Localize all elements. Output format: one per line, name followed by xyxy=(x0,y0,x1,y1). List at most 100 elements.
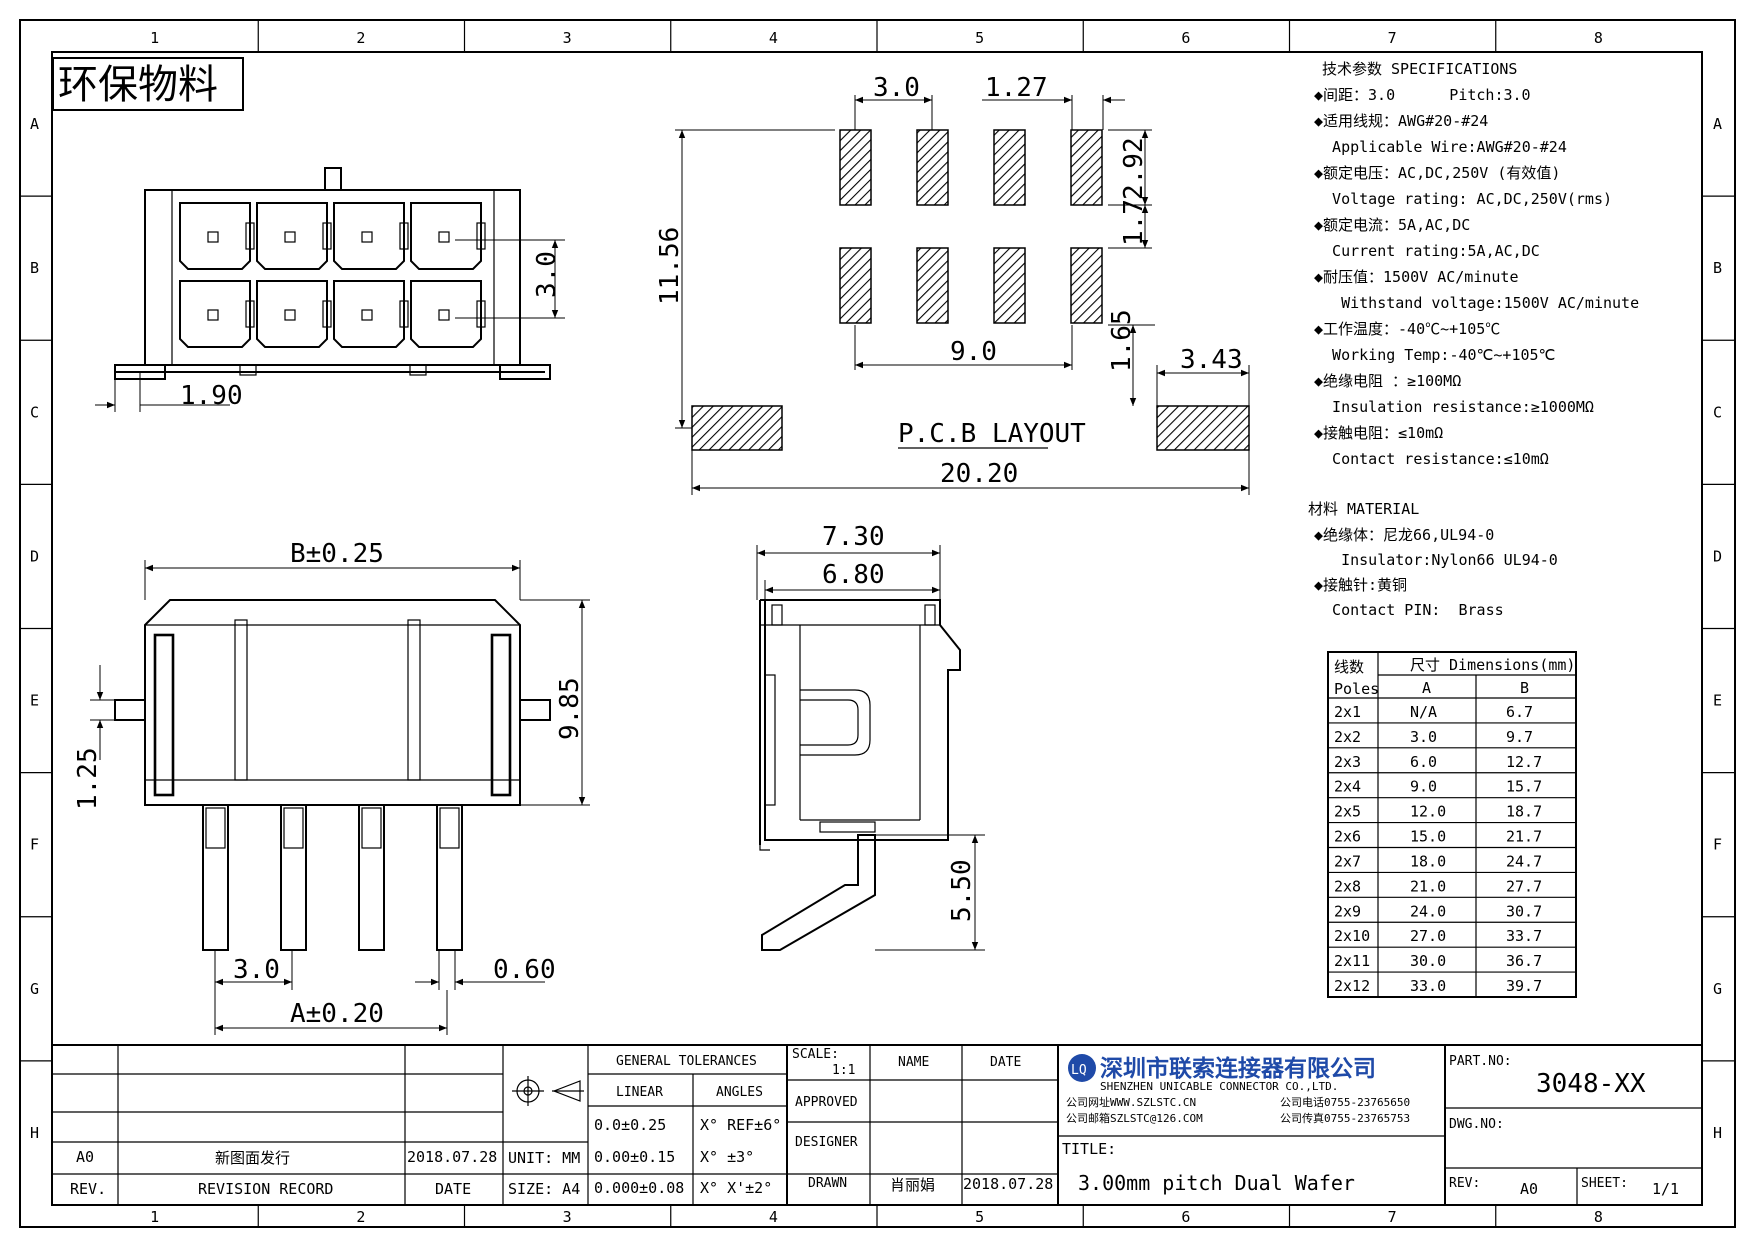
table-cell-b: 12.7 xyxy=(1506,753,1542,771)
table-cell-a: 3.0 xyxy=(1410,728,1437,746)
front-view-pin xyxy=(358,804,385,951)
top-view-cavity xyxy=(179,202,251,270)
spec-line: ◆接触电阻：≤10mΩ xyxy=(1314,424,1443,442)
table-cell-a: 15.0 xyxy=(1410,828,1446,846)
grid-col-label-top: 6 xyxy=(1181,29,1190,47)
grid-col-label-top: 1 xyxy=(150,29,159,47)
scale-label: SCALE: xyxy=(792,1047,839,1062)
table-cell-poles: 2x11 xyxy=(1334,952,1370,970)
table-dimensions-header: 尺寸 Dimensions(mm) xyxy=(1410,656,1575,674)
table-cell-poles: 2x3 xyxy=(1334,753,1361,771)
pcb-signal-pad xyxy=(1070,247,1103,324)
table-cell-b: 30.7 xyxy=(1506,902,1542,920)
drawing-title: 3.00mm pitch Dual Wafer xyxy=(1078,1171,1355,1195)
specifications-block: 技术参数 SPECIFICATIONS ◆间距：3.0 Pitch:3.0◆适用… xyxy=(1308,60,1639,619)
table-cell-poles: 2x5 xyxy=(1334,803,1361,821)
tolerance-angle-value: X° X'±2° xyxy=(700,1179,772,1197)
table-cell-b: 21.7 xyxy=(1506,828,1542,846)
grid-row-label-left: D xyxy=(30,547,39,565)
table-cell-a: N/A xyxy=(1410,703,1437,721)
front-tab-dim: 1.25 xyxy=(73,747,103,810)
pcb-signal-pad xyxy=(839,247,872,324)
spec-line: ◆绝缘电阻 ：≥100MΩ xyxy=(1314,372,1461,390)
front-view-pin xyxy=(280,804,307,951)
top-view-contact xyxy=(438,309,450,321)
top-view-latch xyxy=(322,300,332,328)
front-pitch-dim: 3.0 xyxy=(233,955,280,985)
company-logo-icon xyxy=(1068,1054,1096,1082)
tolerance-angle-value: X° ±3° xyxy=(700,1148,754,1166)
revision-record-label: REVISION RECORD xyxy=(198,1180,333,1198)
grid-row-label-left: H xyxy=(30,1124,39,1142)
side-inner-dim: 6.80 xyxy=(822,560,885,590)
revision-date: 2018.07.28 xyxy=(407,1148,497,1166)
name-col-label: NAME xyxy=(898,1055,929,1070)
table-cell-b: 6.7 xyxy=(1506,703,1533,721)
scale-value: 1:1 xyxy=(832,1063,855,1078)
table-cell-b: 24.7 xyxy=(1506,852,1542,870)
unit-label: UNIT: MM xyxy=(508,1149,580,1167)
spec-line: ◆工作温度：-40℃~+105℃ xyxy=(1314,320,1500,338)
spec-line: ◆额定电流：5A,AC,DC xyxy=(1314,216,1470,234)
grid-col-label-bottom: 2 xyxy=(356,1208,365,1226)
size-label: SIZE: A4 xyxy=(508,1180,580,1198)
top-view-contact xyxy=(361,309,373,321)
pcb-height-dim: 11.56 xyxy=(655,227,685,305)
drawn-date: 2018.07.28 xyxy=(963,1175,1053,1193)
table-cell-b: 33.7 xyxy=(1506,927,1542,945)
rev2-label: REV: xyxy=(1449,1176,1480,1191)
table-cell-poles: 2x4 xyxy=(1334,778,1361,796)
table-cell-poles: 2x2 xyxy=(1334,728,1361,746)
table-cell-poles: 2x9 xyxy=(1334,902,1361,920)
revision-text: 新图面发行 xyxy=(215,1149,290,1167)
top-view-latch xyxy=(476,300,486,328)
pcb-layout-title: P.C.B LAYOUT xyxy=(898,419,1086,449)
front-view-pin xyxy=(436,804,463,951)
table-cell-a: 21.0 xyxy=(1410,877,1446,895)
top-pitch-dim: 3.0 xyxy=(532,251,562,298)
table-col-a-header: A xyxy=(1422,679,1431,697)
top-view-latch xyxy=(245,222,255,250)
angles-label: ANGLES xyxy=(716,1085,763,1100)
approved-label: APPROVED xyxy=(795,1095,858,1110)
top-view-cavity xyxy=(333,202,405,270)
spec-line: Working Temp:-40℃~+105℃ xyxy=(1314,346,1555,364)
spec-line: ◆间距：3.0 Pitch:3.0 xyxy=(1314,86,1531,104)
rev-label: REV. xyxy=(70,1180,106,1198)
pcb-mount-pad-left xyxy=(691,405,783,451)
tolerance-angle-value: X° REF±6° xyxy=(700,1116,781,1134)
pcb-pad-width-dim: 1.27 xyxy=(985,73,1048,103)
dwg-no-label: DWG.NO: xyxy=(1449,1117,1504,1132)
table-cell-poles: 2x10 xyxy=(1334,927,1370,945)
table-cell-a: 33.0 xyxy=(1410,977,1446,995)
table-cell-poles: 2x6 xyxy=(1334,828,1361,846)
table-cell-b: 36.7 xyxy=(1506,952,1542,970)
grid-col-label-top: 5 xyxy=(975,29,984,47)
company-email: 公司邮箱SZLSTC@126.COM xyxy=(1066,1111,1203,1125)
grid-row-label-right: F xyxy=(1713,836,1722,854)
spec-line: Withstand voltage:1500V AC/minute xyxy=(1314,294,1639,312)
material-line: Insulator:Nylon66 UL94-0 xyxy=(1314,551,1558,569)
table-cell-poles: 2x8 xyxy=(1334,877,1361,895)
company-name-en: SHENZHEN UNICABLE CONNECTOR CO.,LTD. xyxy=(1100,1080,1338,1093)
table-cell-b: 27.7 xyxy=(1506,877,1542,895)
rev-value: A0 xyxy=(76,1148,94,1166)
top-view-contact xyxy=(284,231,296,243)
front-height-dim: 9.85 xyxy=(555,677,585,740)
grid-row-label-right: B xyxy=(1713,259,1722,277)
grid-row-label-right: H xyxy=(1713,1124,1722,1142)
front-view-pin-shoulder xyxy=(439,807,460,849)
table-poles-header-cn: 线数 xyxy=(1334,658,1364,676)
top-view-contact xyxy=(207,309,219,321)
table-poles-header-en: Poles xyxy=(1334,680,1379,698)
table-cell-a: 30.0 xyxy=(1410,952,1446,970)
pcb-signal-pad xyxy=(839,129,872,206)
spec-line: ◆额定电压：AC,DC,250V (有效值) xyxy=(1314,164,1560,182)
grid-col-label-bottom: 3 xyxy=(563,1208,572,1226)
grid-row-label-right: C xyxy=(1713,403,1722,421)
part-number: 3048-XX xyxy=(1536,1069,1646,1099)
table-cell-b: 18.7 xyxy=(1506,803,1542,821)
